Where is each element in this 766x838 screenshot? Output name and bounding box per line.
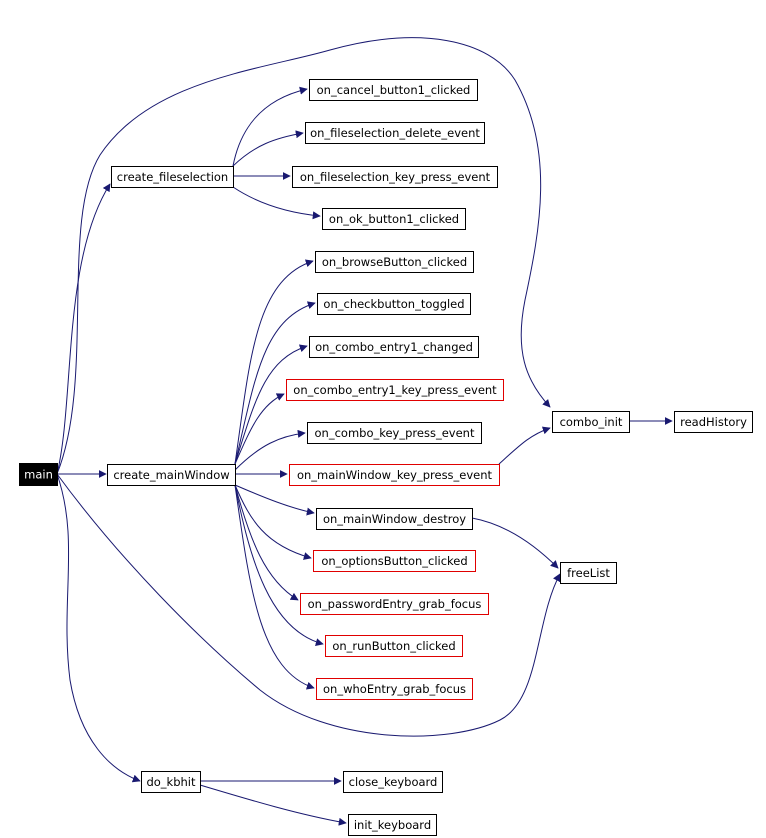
- node-box: [286, 379, 504, 401]
- edge-create_mainWindow-to-on_whoEntry_grab_focus: [234, 484, 315, 690]
- node-label: init_keyboard: [354, 818, 431, 832]
- edge-create_mainWindow-to-on_passwordEntry_grab_focus: [234, 484, 299, 601]
- node-on_cancel_button1_clicked[interactable]: on_cancel_button1_clicked: [309, 79, 478, 101]
- node-label: on_combo_entry1_changed: [315, 340, 473, 354]
- node-label: on_runButton_clicked: [332, 639, 455, 653]
- node-on_mainWindow_destroy[interactable]: on_mainWindow_destroy: [316, 508, 473, 530]
- node-box: [315, 251, 474, 273]
- edge-main-to-freeList: [56, 473, 561, 737]
- node-on_optionsButton_clicked[interactable]: on_optionsButton_clicked: [313, 550, 476, 572]
- node-box: [309, 336, 479, 358]
- node-box: [289, 464, 500, 486]
- edge-create_mainWindow-to-on_browseButton_clicked: [234, 259, 314, 465]
- node-readHistory[interactable]: readHistory: [674, 411, 753, 433]
- node-box: [316, 678, 473, 700]
- node-label: on_cancel_button1_clicked: [317, 83, 471, 97]
- node-label: freeList: [567, 566, 610, 580]
- edge-create_mainWindow-to-on_optionsButton_clicked: [234, 484, 312, 560]
- node-box: [305, 122, 485, 144]
- edge-create_mainWindow-to-on_mainWindow_destroy: [234, 484, 315, 516]
- node-box: [111, 166, 234, 188]
- node-label: on_fileselection_delete_event: [310, 126, 480, 140]
- node-on_passwordEntry_grab_focus[interactable]: on_passwordEntry_grab_focus: [300, 593, 489, 615]
- node-create_mainWindow[interactable]: create_mainWindow: [107, 464, 236, 486]
- node-label: create_mainWindow: [113, 468, 229, 482]
- edge-create_fileselection-to-on_cancel_button1_clicked: [232, 86, 308, 167]
- node-label: create_fileselection: [117, 170, 228, 184]
- node-box: [292, 166, 498, 188]
- node-box: [307, 422, 482, 444]
- node-label: on_ok_button1_clicked: [329, 212, 459, 226]
- node-box: [141, 771, 201, 793]
- node-box: [317, 293, 471, 315]
- node-on_combo_entry1_changed[interactable]: on_combo_entry1_changed: [309, 336, 479, 358]
- node-label: on_mainWindow_key_press_event: [297, 468, 493, 482]
- edge-create_mainWindow-to-on_combo_entry1_key_press_event: [234, 393, 285, 465]
- edge-create_mainWindow-to-on_runButton_clicked: [234, 484, 324, 647]
- node-on_runButton_clicked[interactable]: on_runButton_clicked: [325, 635, 463, 657]
- node-box: [322, 208, 466, 230]
- node-box: [300, 593, 489, 615]
- edge-main-to-do_kbhit: [56, 473, 141, 783]
- node-label: on_whoEntry_grab_focus: [323, 682, 466, 696]
- node-main[interactable]: main: [19, 463, 58, 486]
- edges: [56, 37, 673, 826]
- node-on_combo_key_press_event[interactable]: on_combo_key_press_event: [307, 422, 482, 444]
- node-box: [343, 771, 443, 793]
- node-label: on_optionsButton_clicked: [321, 554, 467, 568]
- node-box: [560, 562, 617, 584]
- edge-create_mainWindow-to-on_checkbutton_toggled: [234, 301, 316, 465]
- edge-create_fileselection-to-on_fileselection_delete_event: [232, 130, 304, 167]
- edge-on_mainWindow_destroy-to-freeList: [471, 517, 559, 569]
- node-label: close_keyboard: [349, 775, 438, 789]
- node-box: [348, 814, 437, 836]
- node-on_browseButton_clicked[interactable]: on_browseButton_clicked: [315, 251, 474, 273]
- node-box: [313, 550, 476, 572]
- node-label: on_combo_entry1_key_press_event: [293, 383, 497, 397]
- node-box: [107, 464, 236, 486]
- node-label: on_fileselection_key_press_event: [300, 170, 491, 184]
- node-init_keyboard[interactable]: init_keyboard: [348, 814, 437, 836]
- node-box: [19, 463, 58, 486]
- node-box: [309, 79, 478, 101]
- node-box: [316, 508, 473, 530]
- node-label: on_browseButton_clicked: [322, 255, 467, 269]
- node-label: on_combo_key_press_event: [315, 426, 475, 440]
- node-label: combo_init: [560, 415, 623, 429]
- edge-on_mainWindow_key_press_event-to-combo_init: [498, 426, 551, 465]
- node-label: on_mainWindow_destroy: [323, 512, 466, 526]
- node-on_fileselection_delete_event[interactable]: on_fileselection_delete_event: [305, 122, 485, 144]
- nodes: main create_fileselection on_cancel_button…: [19, 79, 753, 836]
- node-on_mainWindow_key_press_event[interactable]: on_mainWindow_key_press_event: [289, 464, 500, 486]
- node-label: on_checkbutton_toggled: [323, 297, 464, 311]
- node-label: main: [24, 468, 53, 482]
- edge-create_mainWindow-to-on_combo_key_press_event: [234, 429, 306, 471]
- edge-main-to-create_fileselection: [56, 183, 111, 475]
- node-combo_init[interactable]: combo_init: [552, 411, 630, 433]
- node-freeList[interactable]: freeList: [560, 562, 617, 584]
- edge-do_kbhit-to-init_keyboard: [199, 784, 347, 826]
- node-on_checkbutton_toggled[interactable]: on_checkbutton_toggled: [317, 293, 471, 315]
- node-on_whoEntry_grab_focus[interactable]: on_whoEntry_grab_focus: [316, 678, 473, 700]
- node-close_keyboard[interactable]: close_keyboard: [343, 771, 443, 793]
- edge-main-to-combo_init: [56, 37, 551, 475]
- node-do_kbhit[interactable]: do_kbhit: [141, 771, 201, 793]
- edge-create_fileselection-to-on_ok_button1_clicked: [232, 186, 321, 220]
- node-label: readHistory: [680, 415, 747, 429]
- node-on_fileselection_key_press_event[interactable]: on_fileselection_key_press_event: [292, 166, 498, 188]
- node-box: [552, 411, 630, 433]
- node-box: [674, 411, 753, 433]
- node-create_fileselection[interactable]: create_fileselection: [111, 166, 234, 188]
- node-label: do_kbhit: [146, 775, 196, 789]
- node-on_combo_entry1_key_press_event[interactable]: on_combo_entry1_key_press_event: [286, 379, 504, 401]
- node-label: on_passwordEntry_grab_focus: [308, 597, 482, 611]
- node-box: [325, 635, 463, 657]
- edge-create_mainWindow-to-on_combo_entry1_changed: [234, 344, 308, 465]
- node-on_ok_button1_clicked[interactable]: on_ok_button1_clicked: [322, 208, 466, 230]
